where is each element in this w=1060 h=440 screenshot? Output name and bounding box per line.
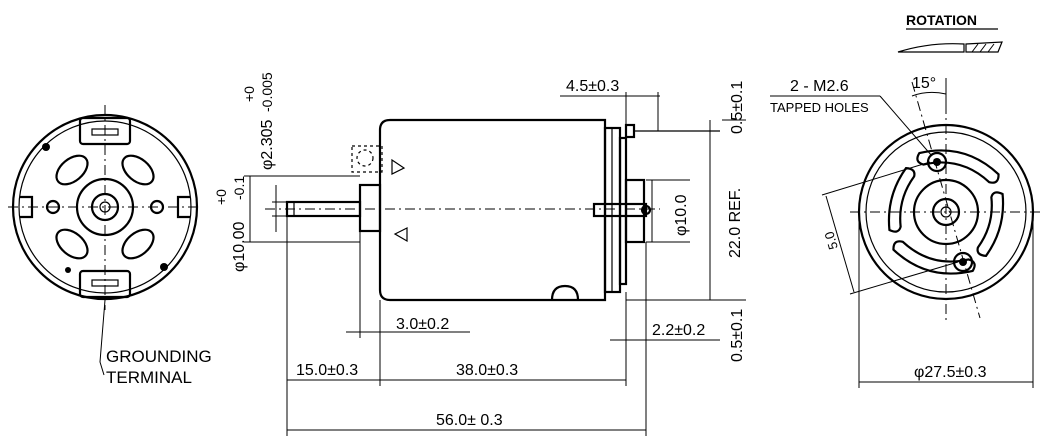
- dim-3: 3.0±0.2: [396, 316, 449, 333]
- tapped-hole-2-core: [959, 258, 967, 266]
- dim-bushing-tol-plus: +0: [241, 86, 257, 102]
- left-hole-1: [45, 199, 61, 215]
- left-rivet-1: [42, 143, 50, 151]
- left-windows: [55, 154, 155, 260]
- tapped-hole-2: [952, 251, 974, 273]
- top-terminal: [78, 116, 132, 146]
- dim-pitch-line: [825, 195, 855, 293]
- left-rivet-2: [160, 263, 168, 271]
- dim-top-right: 0.5±0.1: [729, 81, 746, 134]
- grounding-label-2: TERMINAL: [106, 368, 192, 387]
- body-mark-top: [391, 158, 406, 175]
- dim-pitch-ext-b: [849, 261, 959, 295]
- dim-shaft-dia: φ10.00: [231, 221, 248, 272]
- dim-shaft-tol-minus: -0.1: [231, 176, 247, 200]
- dim-pitch-ext-a: [821, 161, 931, 196]
- left-end-view: GROUNDING TERMINAL: [8, 105, 212, 387]
- right-centerline-angle: [911, 81, 981, 319]
- rotation-arrow-left: [897, 43, 965, 53]
- side-view: φ10.00 +0 -0.1 φ2.305 +0 -0.005 4.5±0.3 …: [213, 72, 746, 436]
- dim-boss-dia: φ10.0: [673, 194, 690, 236]
- dim-38: 38.0±0.3: [456, 362, 518, 379]
- ghost-terminal: [351, 145, 383, 173]
- grounding-leader: [99, 299, 106, 376]
- top-terminal-side: [624, 123, 636, 139]
- front-bushing: [358, 183, 382, 233]
- dim-shaft-tol-plus: +0: [213, 189, 229, 205]
- dim-15: 15.0±0.3: [296, 362, 358, 379]
- angle-label: 15°: [912, 75, 936, 92]
- rotation-hatching: [971, 43, 995, 53]
- dim-56: 56.0± 0.3: [436, 412, 503, 429]
- grounding-label-1: GROUNDING: [106, 347, 212, 366]
- right-end-view: 5.0 15° 2 - M2.6 TAPPED HOLES ROTATION φ…: [770, 12, 1044, 388]
- rear-shaft-end: [640, 204, 652, 216]
- tapped-hole-1: [926, 151, 948, 173]
- rear-boss: [624, 178, 646, 244]
- dim-ref: 22.0 REF.: [727, 188, 744, 258]
- outer-dia: φ27.5±0.3: [914, 364, 987, 381]
- dim-bottom-right: 0.5±0.1: [729, 309, 746, 362]
- angle-arc: [911, 91, 947, 97]
- tapped-holes-label: TAPPED HOLES: [770, 100, 869, 115]
- dim-bushing-dia: φ2.305: [259, 119, 276, 170]
- dim-top-offset: 4.5±0.3: [566, 78, 619, 95]
- tapped-holes-count: 2 - M2.6: [790, 78, 849, 95]
- tapped-leader: [879, 95, 933, 157]
- left-tab-right: [176, 195, 190, 219]
- dim-bushing-tol-minus: -0.005: [259, 72, 275, 112]
- bottom-notch: [550, 284, 580, 301]
- motor-body: [378, 118, 607, 302]
- ghost-terminal-hole: [356, 149, 374, 167]
- body-mark-mid: [393, 227, 408, 243]
- rear-bushing: [592, 202, 648, 218]
- tapped-hole-1-core: [933, 158, 941, 166]
- pitch-label: 5.0: [821, 230, 840, 252]
- right-slots: [887, 149, 1005, 275]
- rotation-arrow-right: [965, 41, 1003, 53]
- dim-2-2: 2.2±0.2: [652, 322, 705, 339]
- left-rivet-3: [65, 267, 71, 273]
- rotation-label: ROTATION: [906, 12, 977, 28]
